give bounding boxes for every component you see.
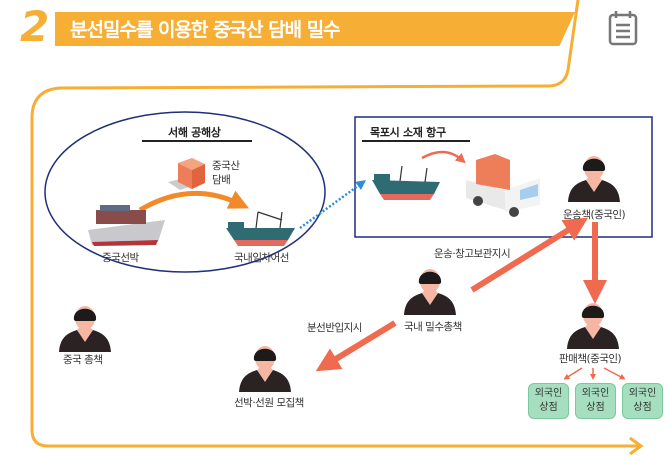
seller-label: 판매책(중국인) <box>559 353 622 365</box>
timeline-arrowhead <box>629 436 644 456</box>
page-title: 분선밀수를 이용한 중국산 담배 밀수 <box>70 19 341 41</box>
truck-icon <box>466 154 540 217</box>
domestic-boss-person-icon <box>402 263 458 315</box>
fishing-boat-icon-port <box>372 165 440 200</box>
domestic-boat-label: 국내임차어선 <box>234 252 289 264</box>
cargo-label: 중국산 <box>212 160 240 172</box>
transporter-label: 운송책(중국인) <box>563 209 626 221</box>
divider <box>362 140 470 142</box>
chinese-ship-label: 중국선박 <box>102 252 139 264</box>
transporter-person-icon <box>566 150 622 202</box>
transport-instruction: 운송·창고보관지시 <box>434 248 511 260</box>
domestic-boss-label: 국내 밀수총책 <box>404 321 462 333</box>
unload-order-arrow <box>315 320 397 372</box>
seller-person-icon <box>565 297 621 349</box>
unload-instruction: 분선반입지시 <box>307 322 362 334</box>
port-zone-box <box>354 116 653 238</box>
port-zone-title: 목포시 소재 항구 <box>370 126 446 139</box>
recruiter-label: 선박·선원 모집책 <box>234 397 304 409</box>
unload-arrow <box>421 150 466 164</box>
sea-zone-title: 서해 공해상 <box>168 126 221 139</box>
transfer-arrow <box>138 190 250 213</box>
cargo-box-icon <box>168 158 205 190</box>
cargo-label: 담배 <box>212 174 231 186</box>
notepad-icon <box>608 11 638 46</box>
divider <box>142 140 252 142</box>
transport-order-arrow <box>470 217 589 293</box>
recruiter-person-icon <box>237 340 293 392</box>
fishing-boat-icon <box>226 211 295 246</box>
title-banner <box>55 12 575 46</box>
orange-frame-line <box>30 0 640 448</box>
section-number: 2 <box>20 2 50 51</box>
sea-zone-ellipse <box>44 111 326 273</box>
cargo-ship-icon <box>88 205 165 246</box>
china-boss-person-icon <box>57 300 113 352</box>
china-boss-label: 중국 총책 <box>63 354 103 366</box>
sail-dotted-arrow <box>299 180 367 230</box>
